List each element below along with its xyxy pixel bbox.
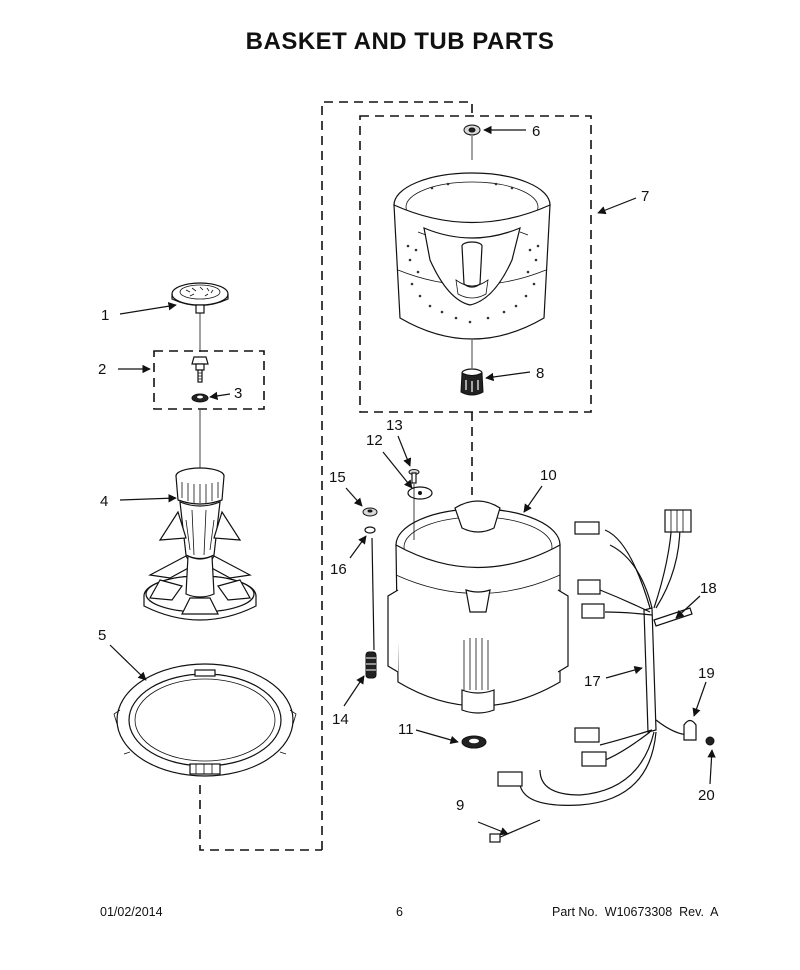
group-7-outline xyxy=(359,115,592,413)
callout-13: 13 xyxy=(386,417,403,434)
part-16-clip xyxy=(364,526,376,534)
part-6-nut xyxy=(463,124,481,136)
callout-8: 8 xyxy=(536,365,544,382)
callout-19: 19 xyxy=(698,665,715,682)
callout-16: 16 xyxy=(330,561,347,578)
part-3-washer xyxy=(191,393,209,403)
leader-lines xyxy=(109,125,716,836)
page-title: BASKET AND TUB PARTS xyxy=(245,28,555,55)
footer-date: 01/02/2014 xyxy=(100,905,163,919)
footer-page-number: 6 xyxy=(396,905,403,919)
assembly-connector-bottom xyxy=(199,785,322,851)
callout-20: 20 xyxy=(698,787,715,804)
callout-1: 1 xyxy=(101,307,109,324)
part-18-connector xyxy=(653,607,693,627)
callout-17: 17 xyxy=(584,673,601,690)
footer-part-number: Part No. W10673308 Rev. A xyxy=(552,905,719,919)
part-20-screw xyxy=(705,736,715,746)
callout-15: 15 xyxy=(329,469,346,486)
part-7-basket xyxy=(393,172,551,368)
callout-6: 6 xyxy=(532,123,540,140)
callout-11: 11 xyxy=(398,721,414,738)
part-9-cable-tie xyxy=(489,819,541,843)
part-8-hub xyxy=(460,368,484,396)
part-19-clamp xyxy=(683,719,697,741)
callout-10: 10 xyxy=(540,467,557,484)
callout-18: 18 xyxy=(700,580,717,597)
callout-labels: 1 2 3 4 5 6 7 8 9 10 11 12 13 14 15 16 1… xyxy=(98,123,717,814)
callout-9: 9 xyxy=(456,797,464,814)
part-4-agitator xyxy=(143,467,257,621)
part-10-tub xyxy=(387,500,569,714)
part-11-seal xyxy=(461,735,487,749)
part-12-bracket xyxy=(407,486,433,500)
part-1-agitator-cap xyxy=(171,282,229,314)
callout-3: 3 xyxy=(234,385,242,402)
part-13-screw xyxy=(408,469,420,484)
part-15-cap xyxy=(362,507,378,517)
callout-14: 14 xyxy=(332,711,349,728)
callout-5: 5 xyxy=(98,627,106,644)
callout-7: 7 xyxy=(641,188,649,205)
assembly-connector-outline xyxy=(321,101,473,850)
callout-12: 12 xyxy=(366,432,383,449)
callout-4: 4 xyxy=(100,493,108,510)
part-14-hose-end xyxy=(365,651,377,679)
group-2-outline xyxy=(153,350,265,410)
callout-2: 2 xyxy=(98,361,106,378)
part-2-bolt xyxy=(191,356,209,383)
hose-line xyxy=(371,537,375,651)
part-5-ring xyxy=(113,663,297,777)
